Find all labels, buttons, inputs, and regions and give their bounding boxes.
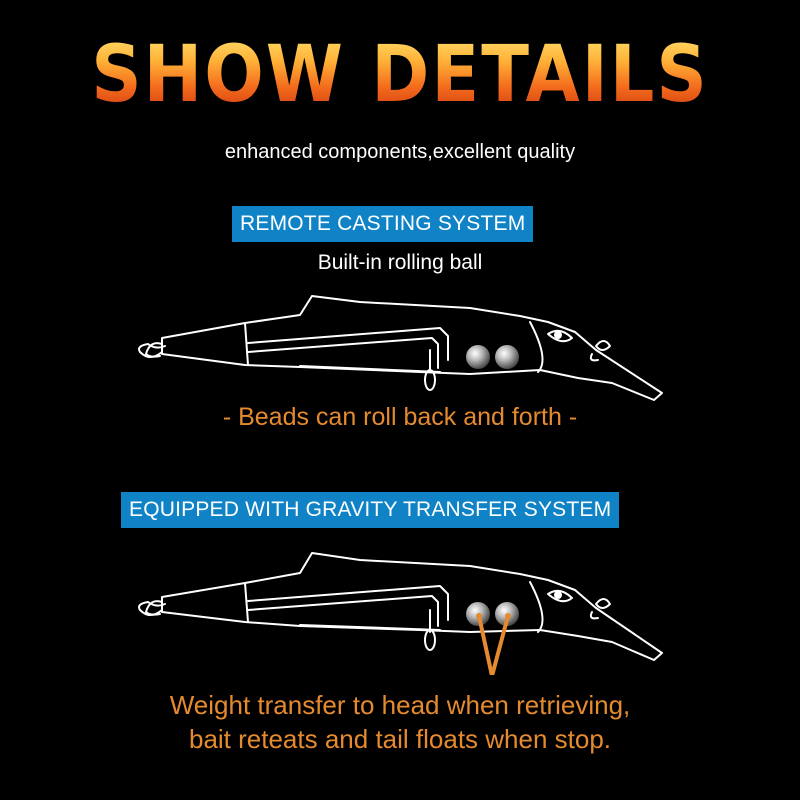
remote-casting-banner: REMOTE CASTING SYSTEM bbox=[232, 206, 534, 242]
lure-outline-illustration-1 bbox=[138, 295, 663, 401]
steel-ball-bead bbox=[495, 345, 519, 369]
weight-transfer-note: Weight transfer to head when retrieving,… bbox=[0, 688, 800, 756]
lure-outline-illustration-2 bbox=[138, 552, 663, 675]
beads-roll-note: - Beads can roll back and forth - bbox=[222, 403, 578, 431]
weight-transfer-line-2: bait reteats and tail floats when stop. bbox=[188, 724, 612, 754]
page-title: SHOW DETAILS bbox=[0, 28, 800, 120]
rolling-ball-caption: Built-in rolling ball bbox=[317, 251, 483, 274]
weight-transfer-line-1: Weight transfer to head when retrieving, bbox=[169, 690, 631, 720]
arrow-indicator bbox=[477, 615, 510, 675]
subtitle: enhanced components,excellent quality bbox=[224, 141, 576, 163]
gravity-transfer-banner: EQUIPPED WITH GRAVITY TRANSFER SYSTEM bbox=[121, 492, 620, 528]
steel-ball-bead bbox=[466, 345, 490, 369]
